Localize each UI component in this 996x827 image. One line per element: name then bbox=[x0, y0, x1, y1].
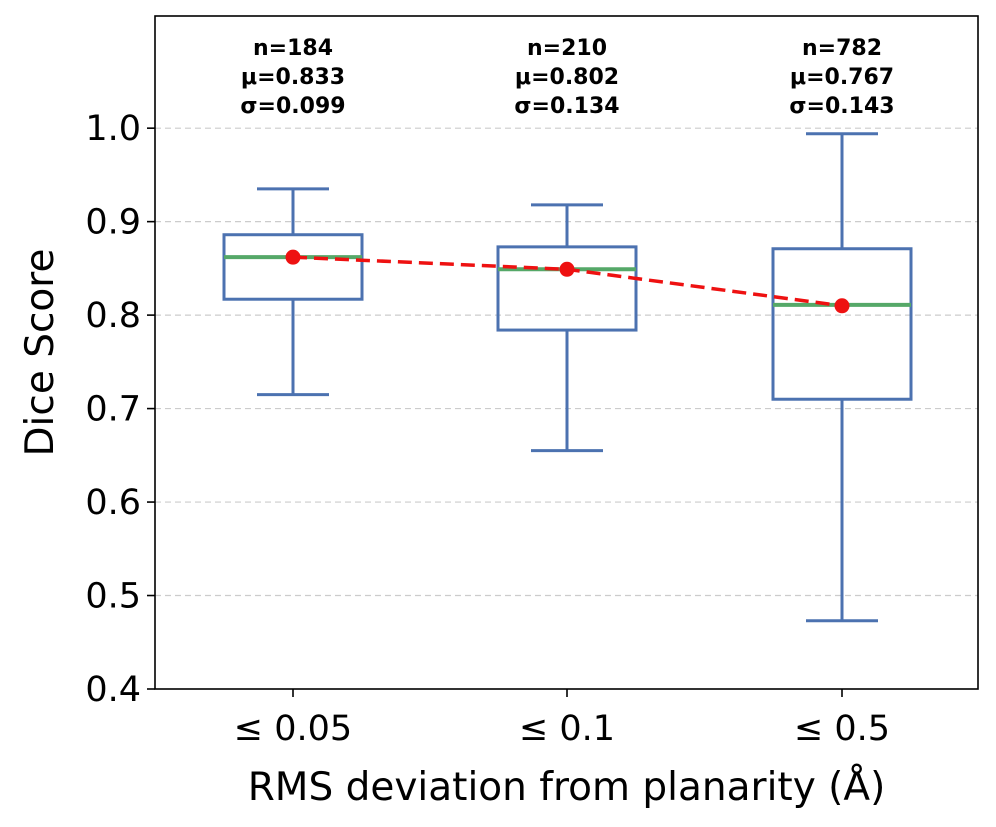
group-stats-annotation: n=210 μ=0.802 σ=0.134 bbox=[514, 36, 619, 119]
stat-mean: μ=0.833 bbox=[241, 65, 345, 90]
stat-n: n=782 bbox=[802, 36, 882, 61]
y-tick-label: 0.5 bbox=[85, 577, 141, 617]
iqr-box bbox=[496, 245, 638, 332]
y-tick-label: 0.4 bbox=[85, 670, 141, 710]
x-tick-label: ≤ 0.05 bbox=[234, 709, 352, 749]
stat-mean: μ=0.767 bbox=[790, 65, 894, 90]
axis-ticks: 0.4 0.5 0.6 0.7 0.8 0.9 1.0 ≤ 0.05 ≤ 0.1 ≤ 0.5 bbox=[85, 109, 890, 749]
y-tick-label: 0.8 bbox=[85, 296, 141, 336]
stat-n: n=210 bbox=[527, 36, 607, 61]
box-group bbox=[496, 203, 638, 453]
group-stats-annotation: n=184 μ=0.833 σ=0.099 bbox=[240, 36, 345, 119]
mean-marker bbox=[285, 249, 301, 265]
mean-marker bbox=[834, 298, 850, 314]
x-tick-label: ≤ 0.1 bbox=[519, 709, 615, 749]
box-group bbox=[222, 187, 364, 397]
x-axis-label: RMS deviation from planarity (Å) bbox=[248, 763, 886, 810]
mean-trend bbox=[285, 249, 850, 314]
y-tick-label: 0.7 bbox=[85, 390, 141, 430]
group-stats-annotation: n=782 μ=0.767 σ=0.143 bbox=[789, 36, 894, 119]
stat-sigma: σ=0.143 bbox=[789, 94, 894, 119]
y-axis-label: Dice Score bbox=[18, 249, 63, 457]
boxes bbox=[222, 132, 913, 623]
stat-sigma: σ=0.134 bbox=[514, 94, 619, 119]
iqr-box bbox=[771, 247, 913, 401]
iqr-box bbox=[222, 233, 364, 301]
y-tick-label: 0.9 bbox=[85, 203, 141, 243]
stat-sigma: σ=0.099 bbox=[240, 94, 345, 119]
y-tick-label: 1.0 bbox=[85, 109, 141, 149]
mean-marker bbox=[559, 261, 575, 277]
x-tick-label: ≤ 0.5 bbox=[794, 709, 890, 749]
y-tick-label: 0.6 bbox=[85, 483, 141, 523]
stat-mean: μ=0.802 bbox=[515, 65, 619, 90]
box-group bbox=[771, 132, 913, 623]
stat-n: n=184 bbox=[253, 36, 333, 61]
